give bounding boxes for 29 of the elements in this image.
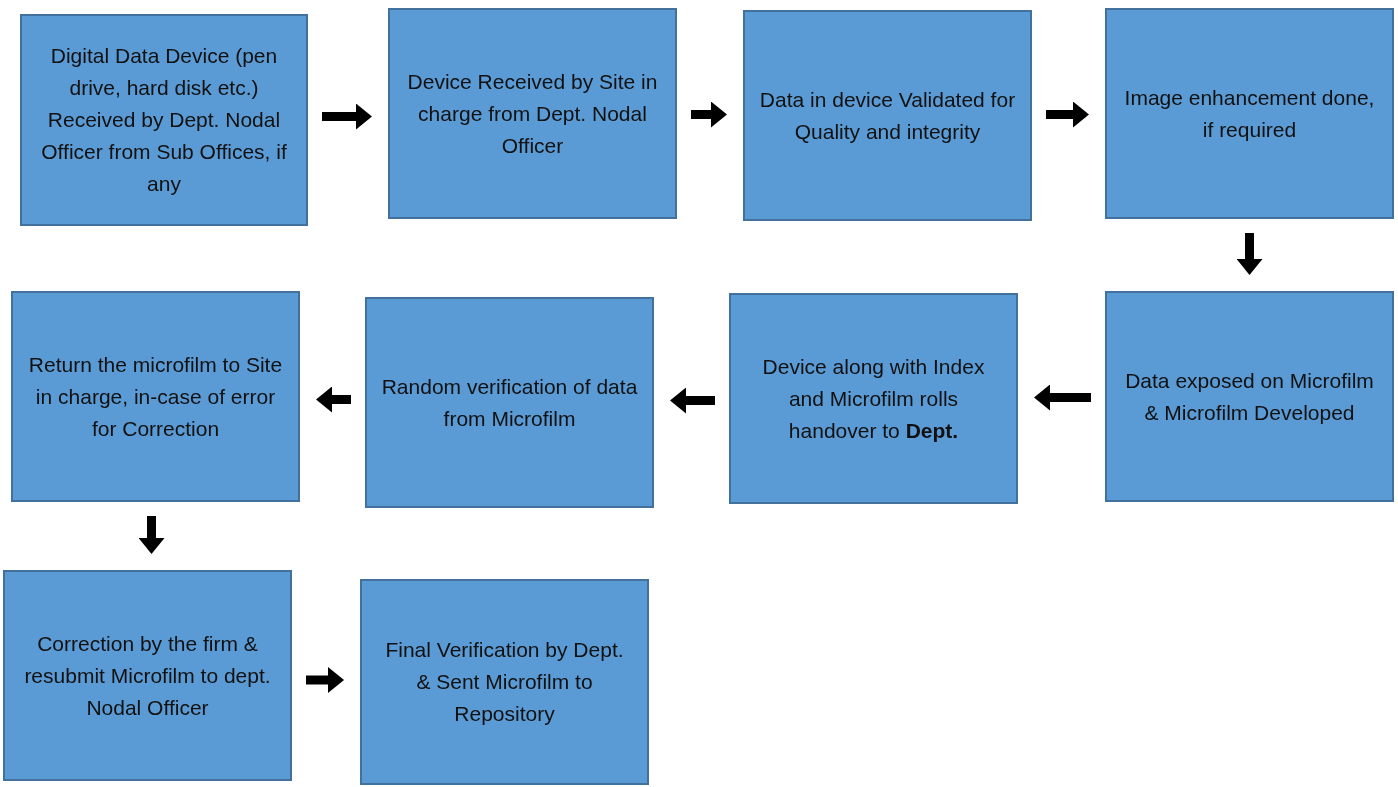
box-text: Final Verification by Dept. & Sent Microfilm to Repository	[384, 637, 625, 727]
box-text: Correction by the firm & resubmit Microfilm to dept. Nodal Officer	[23, 630, 272, 721]
process-box	[3, 570, 292, 781]
arrow	[1236, 233, 1263, 275]
box-text: Image enhancement done, if required	[1123, 84, 1376, 143]
arrow	[316, 386, 351, 413]
process-box	[20, 14, 308, 226]
process-box	[11, 291, 300, 502]
process-box	[1105, 8, 1394, 219]
process-box	[360, 579, 649, 785]
process-box	[365, 297, 654, 508]
process-box	[1105, 291, 1394, 502]
arrow	[1046, 101, 1089, 128]
box-text: Random verification of data from Microfilm	[381, 373, 638, 432]
arrow	[691, 101, 727, 128]
box-text: Data in device Validated for Quality and integrity	[759, 86, 1016, 145]
arrow	[138, 516, 165, 554]
arrow	[306, 667, 344, 693]
box-text: Device along with Index and Microfilm rolls handover to Dept.	[761, 353, 986, 444]
arrow	[670, 387, 715, 414]
process-box	[388, 8, 677, 219]
process-box	[743, 10, 1032, 221]
box-text: Return the microfilm to Site in charge, in-case of error for Correction	[27, 351, 284, 442]
arrow	[322, 103, 372, 130]
box-text: Data exposed on Microfilm & Microfilm Developed	[1124, 367, 1375, 426]
box-text: Digital Data Device (pen drive, hard disk etc.) Received by Dept. Nodal Officer from Sub Offices, if any	[40, 43, 288, 197]
process-box	[729, 293, 1018, 504]
arrow	[1034, 384, 1091, 411]
box-text: Device Received by Site in charge from Dept. Nodal Officer	[406, 68, 659, 159]
